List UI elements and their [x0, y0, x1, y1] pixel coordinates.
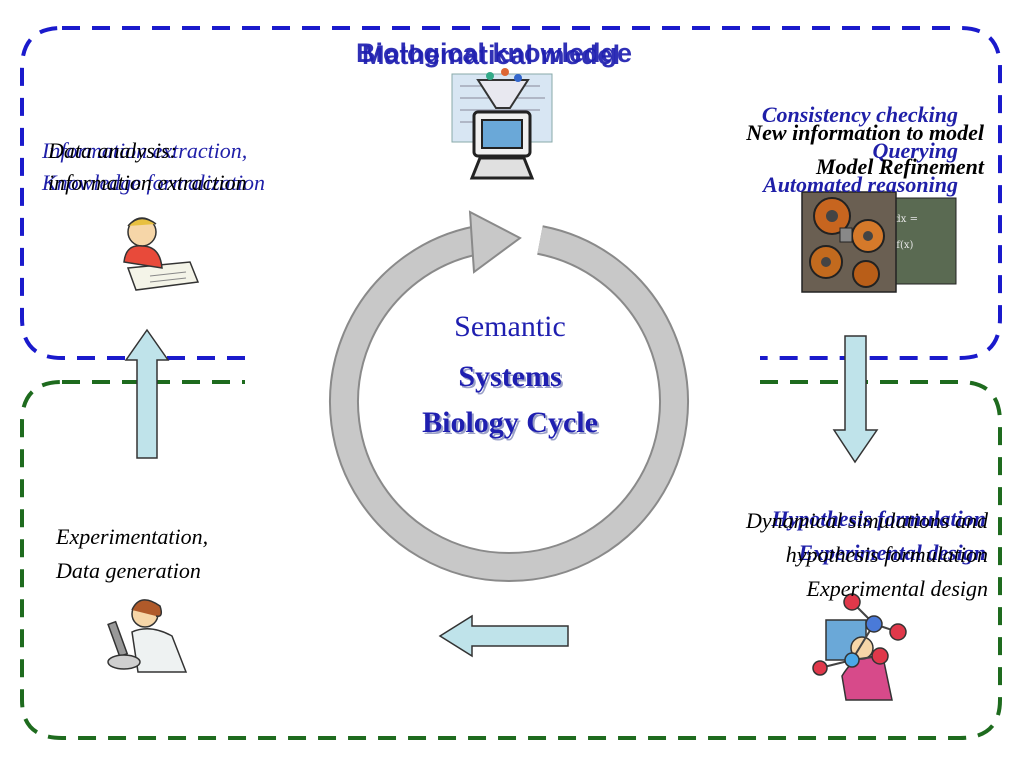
computer-funnel-icon	[451, 68, 553, 180]
right-bottom-black-line3: Experimental design	[806, 576, 988, 601]
person-reading-icon	[123, 217, 200, 291]
center-title-line1: Semantic	[454, 310, 566, 343]
svg-text:∫ dx =: ∫ dx =	[886, 214, 918, 225]
gears-icon: ∫ dx = Σ f(x)	[801, 191, 957, 293]
top-region-border	[20, 26, 1002, 360]
right-top-blue-line3: Automated reasoning	[763, 172, 958, 197]
up-flow-arrow	[124, 328, 170, 459]
right-top-black-line2: Model Refinement	[815, 154, 984, 179]
left-bottom-line1: Experimentation,	[56, 524, 209, 549]
right-top-black-line1: New information to model	[746, 120, 984, 145]
cycle-arrow	[329, 210, 689, 583]
left-flow-arrow	[438, 614, 569, 658]
right-top-blue-line2: Querying	[872, 138, 958, 163]
right-bottom-blue-line2: Experimental design	[798, 540, 986, 565]
right-bottom-black-line1: Dynamical simulations and	[746, 508, 988, 533]
scientist-microscope-icon	[107, 599, 188, 673]
left-top-blue-line2: Knowledge formalization	[42, 170, 266, 195]
right-bottom-black-line2: hypothesis formulation	[785, 542, 988, 567]
left-top-black-line1: Data analysis:	[48, 138, 177, 163]
top-title-layer-a: Biological knowledge	[356, 38, 633, 68]
center-title-line2: Systems	[458, 360, 562, 393]
center-title-line3: Biology Cycle	[422, 406, 598, 439]
svg-text:Σ f(x): Σ f(x)	[886, 240, 913, 251]
left-top-black-line2: information extraction	[48, 170, 247, 195]
top-title-layer-b: Mathematical model	[362, 40, 621, 70]
right-top-blue-line1: Consistency checking	[761, 102, 958, 127]
scientist-molecule-icon	[812, 593, 907, 701]
left-top-blue-line1: Information extraction,	[42, 138, 248, 163]
down-flow-arrow	[832, 335, 879, 464]
left-bottom-line2: Data generation	[56, 558, 201, 583]
right-bottom-blue-line1: Hypothesis formulation	[771, 506, 986, 531]
